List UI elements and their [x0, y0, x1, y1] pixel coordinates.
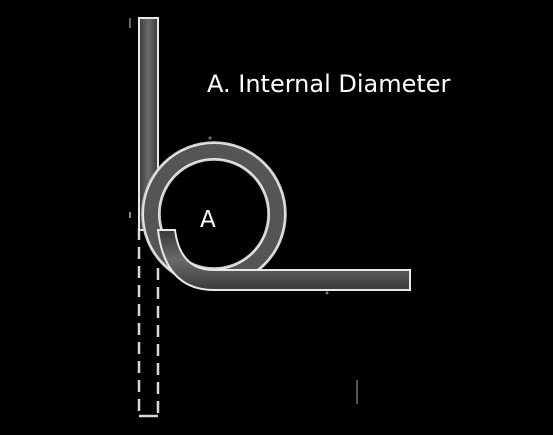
- caption-internal-diameter: A. Internal Diameter: [207, 70, 451, 98]
- inner-diameter-label: A: [200, 207, 216, 233]
- spring-horizontal-leg: [156, 229, 411, 291]
- scan-marks: [129, 18, 358, 404]
- dashed-leg-outline: [137, 228, 160, 418]
